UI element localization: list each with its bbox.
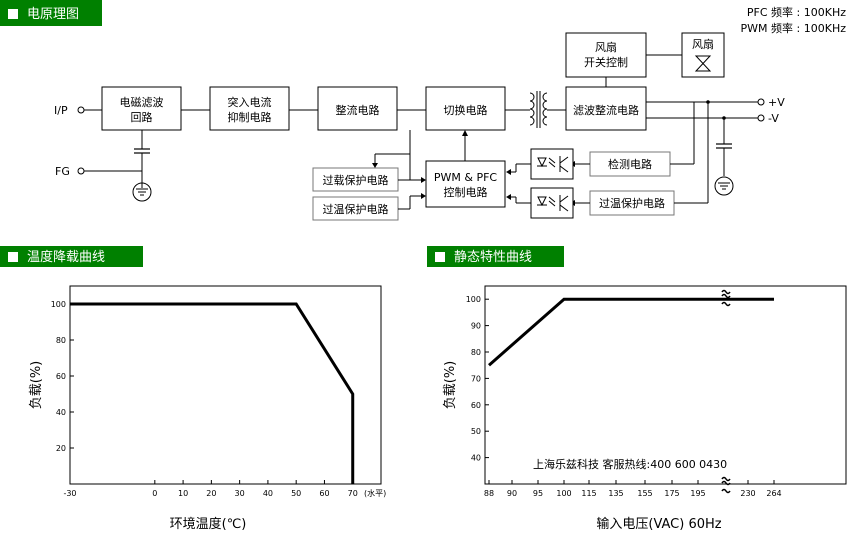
derating-ytick-label: 20 <box>56 444 66 453</box>
rectifier-block <box>317 86 398 131</box>
otp-left-label: 过温保护电路 <box>323 202 389 216</box>
schematic-header: 电原理图 <box>0 0 102 26</box>
pwm-frequency: PWM 频率 : 100KHz <box>740 22 846 35</box>
plus-v-terminal <box>757 98 765 106</box>
static-ytick-label: 80 <box>471 348 481 357</box>
derating-xlabel: 环境温度(℃) <box>170 516 247 532</box>
static-xtick-label: 135 <box>608 489 623 498</box>
output-rectifier-label: 滤波整流电路 <box>573 103 639 117</box>
ip-terminal <box>77 106 85 114</box>
derating-plot-area <box>69 285 382 485</box>
watermark-text: 上海乐兹科技 客服热线:400 600 0430 <box>533 457 727 471</box>
axis-break-top <box>721 289 731 307</box>
derating-xtick-label: 30 <box>235 489 245 498</box>
inrush-label-2: 抑制电路 <box>228 110 272 124</box>
block-diagram: I/P FG 电磁滤波 回路 突入电流 抑制电路 整流电路 切换电路 滤波整流电… <box>54 32 785 221</box>
switching-block <box>425 86 506 131</box>
ip-label: I/P <box>54 104 68 117</box>
pwm-pfc-control-block <box>425 160 506 208</box>
static-ytick-label: 70 <box>471 374 481 383</box>
fan-icon <box>694 55 712 72</box>
static-header: 静态特性曲线 <box>427 246 564 267</box>
static-xtick-label: 115 <box>581 489 596 498</box>
static-xtick-label: 95 <box>533 489 543 498</box>
detection-label: 检测电路 <box>608 157 652 171</box>
inrush-limiter-block <box>209 86 290 131</box>
derating-ytick-label: 60 <box>56 372 66 381</box>
rectifier-label: 整流电路 <box>336 103 380 117</box>
emi-filter-label-1: 电磁滤波 <box>120 96 164 109</box>
derating-xtick-label: 20 <box>206 489 216 498</box>
fan-control-label-2: 开关控制 <box>584 55 628 69</box>
static-ytick-label: 40 <box>471 454 481 463</box>
static-xtick-label: 230 <box>740 489 755 498</box>
derating-series-line <box>70 302 355 484</box>
static-xtick-label: 100 <box>556 489 571 498</box>
emi-filter-block <box>101 86 182 131</box>
static-xtick-label: 264 <box>766 489 781 498</box>
static-chart: 40 50 60 70 80 90 100 88 90 95 100 115 135 155 175 195… <box>443 285 847 532</box>
static-plot-area <box>484 285 847 485</box>
fg-terminal <box>77 167 85 175</box>
derating-xtick-label: -30 <box>63 489 76 498</box>
derating-xtick-label: 0 <box>152 489 157 498</box>
schematic-title: 电原理图 <box>27 7 79 22</box>
derating-chart: 20 40 60 80 100 -30 0 10 20 30 40 50 60 70 (水平) 环境温度… <box>29 285 386 532</box>
static-ytick-label: 50 <box>471 427 481 436</box>
minus-v-terminal <box>757 114 765 122</box>
static-ytick-label: 90 <box>471 322 481 331</box>
derating-xtick-label: 50 <box>291 489 301 498</box>
plus-v-label: +V <box>768 96 785 109</box>
derating-ylabel: 负载(%) <box>29 361 44 410</box>
derating-xtick-label: 40 <box>263 489 273 498</box>
switching-label: 切换电路 <box>444 103 488 117</box>
fan-control-label-1: 风扇 <box>595 40 617 54</box>
output-rectifier-block <box>565 86 647 131</box>
static-ylabel: 负载(%) <box>443 361 458 410</box>
static-ytick-label: 60 <box>471 401 481 410</box>
minus-v-label: -V <box>768 112 779 125</box>
pfc-frequency: PFC 频率 : 100KHz <box>746 6 846 19</box>
derating-xtick-label: 70 <box>348 489 358 498</box>
inrush-label-1: 突入电流 <box>228 95 272 109</box>
derating-xtick-label: 60 <box>319 489 329 498</box>
fg-label: FG <box>55 165 70 178</box>
derating-header: 温度降载曲线 <box>0 246 143 267</box>
static-series-line <box>488 297 774 367</box>
fan-block <box>681 32 725 78</box>
otp-right-block <box>589 190 675 216</box>
derating-x-unit: (水平) <box>364 488 386 498</box>
static-xtick-label: 155 <box>637 489 652 498</box>
otp-right-label: 过温保护电路 <box>599 196 665 210</box>
fan-control-block <box>565 32 647 78</box>
static-ytick-label: 100 <box>466 295 481 304</box>
control-label-2: 控制电路 <box>444 185 488 199</box>
optocoupler-bottom <box>530 187 574 219</box>
derating-title: 温度降载曲线 <box>27 249 105 265</box>
fan-label: 风扇 <box>692 37 714 51</box>
static-xtick-label: 195 <box>690 489 705 498</box>
static-xtick-label: 175 <box>664 489 679 498</box>
transformer-symbol <box>529 91 548 128</box>
control-label-1: PWM & PFC <box>434 171 498 184</box>
static-xtick-label: 88 <box>484 489 494 498</box>
emi-filter-label-2: 回路 <box>131 111 153 124</box>
axis-break-bottom <box>721 476 731 494</box>
derating-xtick-label: 10 <box>178 489 188 498</box>
derating-ytick-label: 80 <box>56 336 66 345</box>
static-xtick-label: 90 <box>507 489 517 498</box>
static-title: 静态特性曲线 <box>454 250 532 265</box>
derating-ytick-label: 40 <box>56 408 66 417</box>
optocoupler-top <box>530 148 574 180</box>
static-xlabel: 输入电压(VAC) 60Hz <box>596 516 721 532</box>
derating-ytick-label: 100 <box>51 300 66 309</box>
olp-label: 过载保护电路 <box>323 173 389 187</box>
